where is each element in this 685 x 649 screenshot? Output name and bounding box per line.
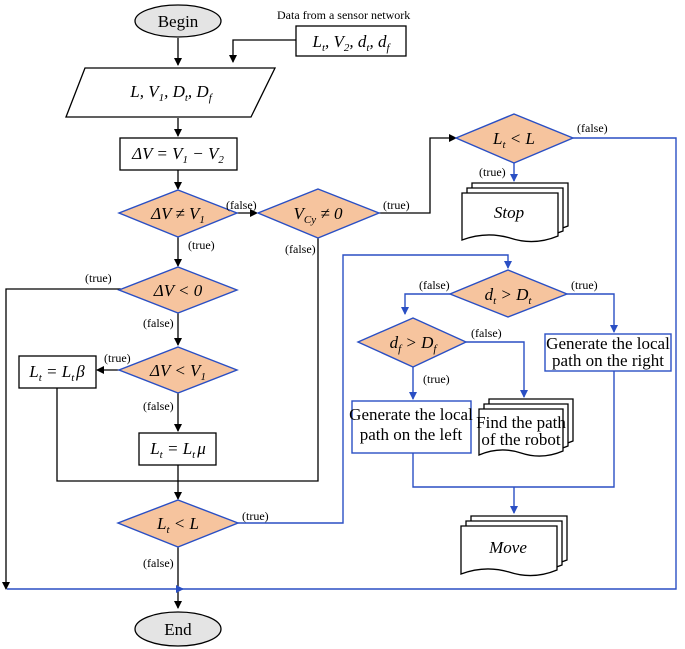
input-parameters-text: L, V1, Dt, Df <box>129 82 213 104</box>
stop-document: Stop <box>461 182 569 243</box>
decision-dv-neq-v1-text: ΔV ≠ V1 <box>150 204 205 226</box>
edge-dt-df <box>401 293 450 315</box>
process-delta-v: ΔV = V1 − V2 <box>119 137 238 171</box>
label-dvneq-false: (false) <box>226 198 257 212</box>
black-connectors <box>2 38 457 609</box>
label-dt-false: (false) <box>419 278 450 292</box>
label-ltl-bottom-false: (false) <box>143 556 174 570</box>
move-label: Move <box>488 538 527 557</box>
decision-lt-lt-l-bottom: Lt < L <box>116 499 240 548</box>
label-vcy-true: (true) <box>383 198 410 212</box>
find-path-line2: of the robot <box>481 430 561 449</box>
decision-lt-lt-l-top: Lt < L <box>454 113 575 164</box>
blue-connectors <box>7 137 677 593</box>
edge-bottom-ltl-true <box>238 254 512 524</box>
label-dvlt0-false: (false) <box>143 316 174 330</box>
label-dvltv1-true: (true) <box>104 351 131 365</box>
label-df-true: (true) <box>423 372 450 386</box>
find-path-line1: Find the path <box>476 413 566 432</box>
decision-df-gt-Df-text: df > Df <box>390 333 439 355</box>
process-delta-v-text: ΔV = V1 − V2 <box>131 144 224 166</box>
action-right-line2: path on the right <box>552 351 664 370</box>
label-ltl-bottom-true: (true) <box>242 509 269 523</box>
edge-dt-right <box>567 293 618 333</box>
label-ltl-top-false: (false) <box>577 121 608 135</box>
action-left-path: Generate the local path on the left <box>349 400 473 454</box>
label-dvneq-true: (true) <box>188 238 215 252</box>
label-ltl-top-true: (true) <box>479 165 506 179</box>
decision-dv-lt-0: ΔV < 0 <box>117 266 239 314</box>
decision-dt-gt-Dt: dt > Dt <box>448 269 569 318</box>
sensor-network-label: Data from a sensor network <box>277 8 410 22</box>
edge-vcy-false-merge <box>178 238 319 482</box>
input-parameters: L, V1, Dt, Df <box>65 67 277 118</box>
label-dvlt0-true: (true) <box>85 271 112 285</box>
decision-dv-neq-v1: ΔV ≠ V1 <box>117 189 239 238</box>
action-right-line1: Generate the local <box>546 334 670 353</box>
edge-right-merge <box>514 371 615 488</box>
decision-dt-gt-Dt-text: dt > Dt <box>485 285 533 307</box>
edge-beta-merge <box>56 388 178 482</box>
edge-left-merge <box>412 453 514 488</box>
label-vcy-false: (false) <box>285 242 316 256</box>
edge-df-find <box>466 341 528 398</box>
find-path-document: Find the path of the robot <box>476 398 574 457</box>
decision-vcy-neq-0-text: VCy ≠ 0 <box>294 204 343 226</box>
decision-df-gt-Df: df > Df <box>356 317 468 368</box>
label-dt-true: (true) <box>571 278 598 292</box>
stop-label: Stop <box>494 203 524 222</box>
label-df-false: (false) <box>471 326 502 340</box>
end-terminal: End <box>134 611 222 647</box>
end-label: End <box>164 620 192 639</box>
decision-dv-lt-v1: ΔV < V1 <box>117 346 239 394</box>
action-left-line1: Generate the local <box>349 405 473 424</box>
begin-label: Begin <box>158 12 199 31</box>
edge-labels: (false) (true) (true) (false) (true) (fa… <box>85 121 608 570</box>
label-dvltv1-false: (false) <box>143 399 174 413</box>
decision-dv-lt-v1-text: ΔV < V1 <box>149 361 206 383</box>
edge-dvlt0-left <box>2 288 121 590</box>
decision-vcy-neq-0: VCy ≠ 0 <box>256 188 381 239</box>
sensor-data-box: Lt, V2, dt, df <box>295 25 407 57</box>
edge-top-ltl-false <box>7 137 677 590</box>
sensor-data-text: Lt, V2, dt, df <box>311 32 391 54</box>
decision-dv-lt-0-text: ΔV < 0 <box>153 281 203 300</box>
edge-vcy-true-top <box>379 134 457 214</box>
decision-lt-lt-l-bottom-text: Lt < L <box>156 514 199 536</box>
action-right-path: Generate the local path on the right <box>544 333 672 372</box>
edge-sensor-input <box>229 39 296 63</box>
action-left-line2: path on the left <box>360 425 463 444</box>
decision-lt-lt-l-top-text: Lt < L <box>492 129 535 151</box>
begin-terminal: Begin <box>134 4 222 38</box>
move-document: Move <box>460 515 568 577</box>
